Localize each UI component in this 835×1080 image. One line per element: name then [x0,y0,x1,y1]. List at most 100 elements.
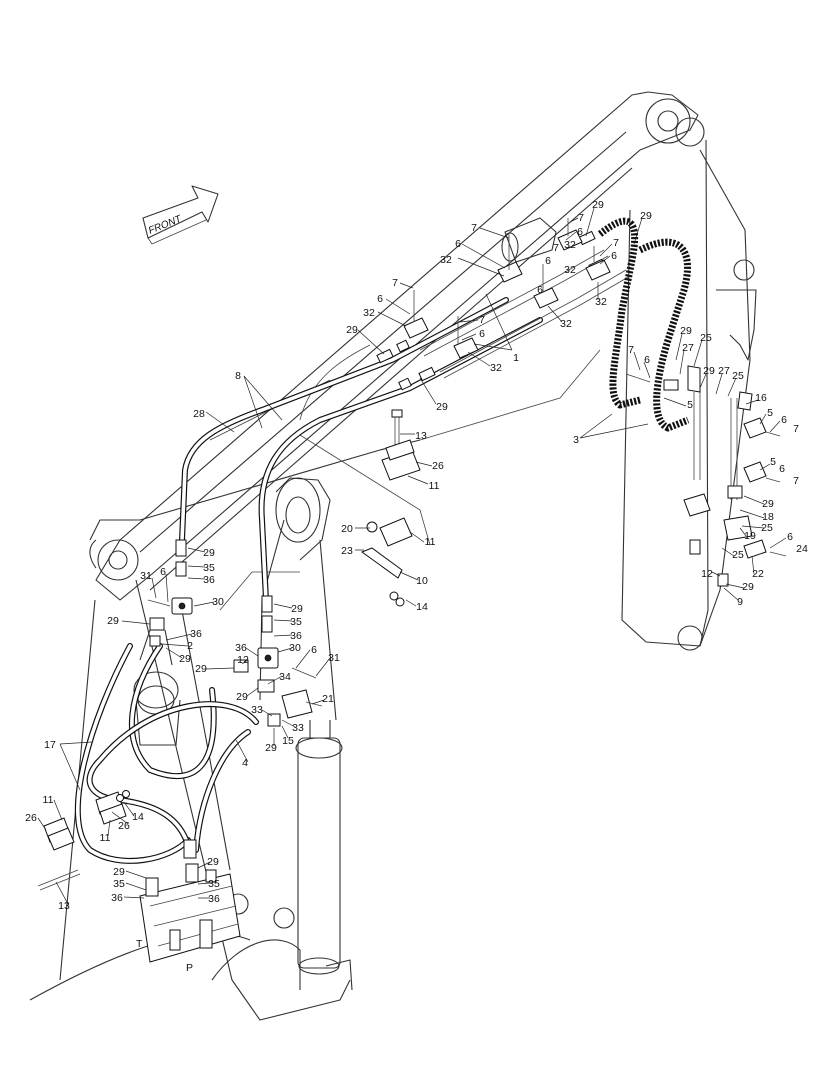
part-callout: 13 [58,900,70,912]
part-callout: 33 [292,722,304,734]
part-callout: 29 [762,498,774,510]
part-callout: 29 [265,742,277,754]
part-callout: 20 [341,523,353,535]
part-callout: 29 [640,210,652,222]
part-callout: 7 [479,314,485,326]
part-callout: 21 [322,693,334,705]
part-callout: 6 [479,328,485,340]
part-callout: 29 [236,691,248,703]
part-callout: 10 [416,575,428,587]
part-callout: 7 [392,277,398,289]
part-callout: 6 [781,414,787,426]
part-callout: 30 [289,642,301,654]
part-callout: 6 [779,463,785,475]
part-callout: 6 [311,644,317,656]
part-callout: 16 [755,392,767,404]
part-callout: 25 [700,332,712,344]
part-callout: 27 [718,365,730,377]
part-callout: 25 [732,549,744,561]
part-callout: 36 [203,574,215,586]
part-callout: 14 [416,601,428,613]
part-callout: 36 [208,893,220,905]
machine-structure [29,91,757,1021]
part-callout: 25 [732,370,744,382]
part-callout: 22 [752,568,764,580]
part-callout: 6 [611,250,617,262]
part-callout: 6 [545,255,551,267]
part-callout: 7 [793,423,799,435]
part-callout: 29 [113,866,125,878]
port-label-pressure: P [186,962,193,974]
part-callout: 6 [377,293,383,305]
part-callout: 24 [796,543,808,555]
part-callout: 35 [290,616,302,628]
part-callout: 12 [237,654,249,666]
part-callout: 29 [346,324,358,336]
part-callout: 6 [644,354,650,366]
part-callout: 6 [455,238,461,250]
part-callout: 27 [682,342,694,354]
part-callout: 5 [687,399,693,411]
part-callout: 18 [762,511,774,523]
part-callout: 29 [680,325,692,337]
part-callout: 19 [744,530,756,542]
part-callout: 7 [578,212,584,224]
part-callout: 26 [118,820,130,832]
part-callout: 7 [613,237,619,249]
part-callout: 31 [140,570,152,582]
part-callout: 33 [251,704,263,716]
part-callout: 11 [100,832,111,844]
part-callout: 4 [242,757,248,769]
part-callout: 29 [592,199,604,211]
part-callout: 2 [187,640,193,652]
part-callout: 5 [767,407,773,419]
part-callout: 14 [132,811,144,823]
part-callout: 17 [44,739,56,751]
part-callout: 8 [235,370,241,382]
part-callout: 35 [208,878,220,890]
fittings-hardware [37,218,787,963]
part-callout: 9 [737,596,743,608]
part-callout: 35 [113,878,125,890]
part-callout: 6 [537,284,543,296]
part-callout: 29 [179,653,191,665]
part-callout: 7 [793,475,799,487]
part-callout: 28 [193,408,205,420]
part-callout: 13 [415,430,427,442]
part-callout: 32 [560,318,572,330]
part-callout: 1 [513,352,519,364]
part-callout: 31 [328,652,340,664]
part-callout: 15 [282,735,294,747]
part-callout: 11 [43,794,54,806]
part-callout: 26 [432,460,444,472]
part-callout: 29 [703,365,715,377]
leader-lines [37,207,787,905]
part-callout: 6 [160,566,166,578]
part-callout: 32 [363,307,375,319]
part-callout: 32 [595,296,607,308]
part-callout: 30 [212,596,224,608]
part-callout: 5 [770,456,776,468]
part-callout: 32 [564,239,576,251]
part-callout: 7 [628,344,634,356]
part-callout: 25 [761,522,773,534]
part-callout: 6 [577,226,583,238]
part-callout: 6 [787,531,793,543]
part-callout: 35 [203,562,215,574]
part-callout: 32 [564,264,576,276]
front-label: FRONT [147,213,184,236]
part-callout: 29 [291,603,303,615]
part-callout: 11 [425,536,436,548]
part-callout: 36 [235,642,247,654]
part-callout: 36 [190,628,202,640]
part-callout: 29 [436,401,448,413]
part-callout: 29 [207,856,219,868]
part-callout: 11 [429,480,440,492]
part-callout: 29 [107,615,119,627]
part-callout: 32 [490,362,502,374]
part-callout: 3 [573,434,579,446]
part-callout: 7 [471,222,477,234]
callout-numbers: 7632763229763212982813261120112310147296… [25,199,808,912]
part-callout: 26 [25,812,37,824]
